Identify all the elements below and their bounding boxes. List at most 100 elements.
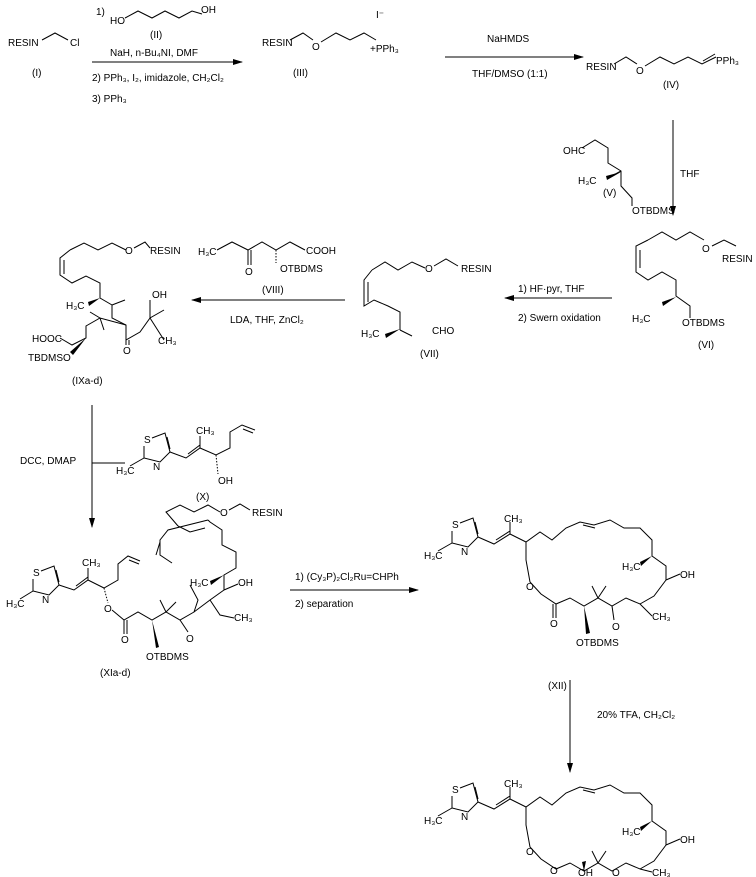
compound-label: (I) (32, 68, 41, 79)
step-1: 1) HO OH (II) NaH, n-Bu₄NI, DMF 2) PPh₃,… (92, 5, 243, 105)
atom-label: OH (218, 476, 233, 487)
atom-label: COOH (306, 246, 336, 257)
compound-label: (VII) (420, 349, 439, 360)
compound-label: (V) (603, 188, 616, 199)
compound-VII: O RESIN H₃C CHO (VII) (361, 258, 492, 360)
atom-label: O (312, 42, 320, 53)
atom-label: CHO (432, 326, 454, 337)
step-label: NaHMDS (487, 34, 530, 45)
atom-label: RESIN (150, 246, 181, 257)
step-label: THF/DMSO (1:1) (472, 69, 548, 80)
atom-label: S (452, 520, 459, 531)
step-3: THF (670, 120, 699, 216)
compound-X: S N H₃C CH₃ OH (X) (116, 424, 256, 503)
step-label: NaH, n-Bu₄NI, DMF (110, 48, 198, 59)
atom-label: OH (680, 570, 695, 581)
atom-label: OH (201, 5, 216, 16)
atom-label: N (153, 462, 160, 473)
atom-label: OH (680, 835, 695, 846)
atom-label: S (33, 568, 40, 579)
atom-label: O (123, 346, 131, 357)
atom-label: OTBDMS (632, 206, 675, 217)
atom-label: S (144, 435, 151, 446)
atom-label: CH₃ (504, 514, 523, 525)
atom-label: Cl (70, 38, 79, 49)
step-7: 1) (Cy₃P)₂Cl₂Ru=CHPh 2) separation (290, 572, 419, 610)
step-label: 2) separation (295, 599, 353, 610)
step-label: 1) HF·pyr, THF (518, 284, 584, 295)
atom-label: +PPh₃ (370, 44, 399, 55)
compound-label: (IXa-d) (72, 376, 103, 387)
atom-label: CH₃ (652, 612, 671, 623)
atom-label: PPh₃ (716, 56, 739, 67)
atom-label: O (220, 508, 228, 519)
compound-V: OHC H₃C (V) OTBDMS (563, 139, 675, 217)
atom-label: H₃C (190, 578, 209, 589)
compound-XII: S N H₃C CH₃ O O OTBDMS O CH₃ OH H₃C (XII… (424, 514, 695, 692)
atom-label: RESIN (722, 254, 753, 265)
compound-label: (III) (293, 68, 308, 79)
atom-label: TBDMSO (28, 353, 71, 364)
compound-III: RESIN O +PPh₃ I⁻ (III) (262, 10, 399, 79)
compound-label: (X) (196, 492, 209, 503)
atom-label: CH₃ (196, 426, 215, 437)
atom-label: O (125, 246, 133, 257)
compound-VI: O RESIN H₃C OTBDMS (VI) (632, 231, 753, 351)
atom-label: N (461, 812, 468, 823)
compound-label: (VI) (698, 340, 714, 351)
atom-label: O (186, 634, 194, 645)
compound-I: RESIN Cl (I) (8, 32, 79, 79)
step-label: 1) (96, 7, 105, 18)
atom-label: O (526, 582, 534, 593)
atom-label: CH₃ (158, 336, 177, 347)
atom-label: CH₃ (82, 558, 101, 569)
step-2: NaHMDS THF/DMSO (1:1) (445, 34, 584, 80)
atom-label: H₃C (116, 466, 135, 477)
atom-label: H₃C (578, 176, 597, 187)
atom-label: O (104, 604, 112, 615)
compound-label: (XIa-d) (100, 668, 131, 679)
atom-label: N (461, 547, 468, 558)
step-label: LDA, THF, ZnCl₂ (230, 315, 304, 326)
compound-label: (II) (150, 30, 162, 41)
atom-label: H₃C (6, 599, 25, 610)
step-label: THF (680, 169, 699, 180)
atom-label: OTBDMS (682, 318, 725, 329)
atom-label: O (636, 66, 644, 77)
atom-label: CH₃ (504, 779, 523, 790)
atom-label: RESIN (8, 38, 39, 49)
atom-label: S (452, 785, 459, 796)
atom-label: RESIN (461, 264, 492, 275)
atom-label: OTBDMS (146, 652, 189, 663)
compound-label: (IV) (663, 80, 679, 91)
compound-label: (XII) (548, 681, 567, 692)
compound-IX: O RESIN H₃C OH CH₃ O HOOC TBDMSO (IXa-d) (28, 241, 181, 387)
atom-label: CH₃ (234, 613, 253, 624)
atom-label: H₃C (622, 562, 641, 573)
step-label: 1) (Cy₃P)₂Cl₂Ru=CHPh (295, 572, 399, 583)
atom-label: H₃C (66, 301, 85, 312)
atom-label: O (526, 847, 534, 858)
atom-label: RESIN (262, 38, 293, 49)
atom-label: O (550, 619, 558, 630)
atom-label: O (550, 866, 558, 877)
step-label: 2) PPh₃, I₂, imidazole, CH₂Cl₂ (92, 73, 224, 84)
atom-label: RESIN (586, 62, 617, 73)
step-5: LDA, THF, ZnCl₂ (191, 297, 345, 326)
atom-label: CH₃ (652, 868, 671, 877)
atom-label: OH (578, 868, 593, 877)
step-label: DCC, DMAP (20, 456, 76, 467)
atom-label: OTBDMS (280, 264, 323, 275)
step-6: DCC, DMAP (20, 405, 125, 528)
atom-label: O (612, 868, 620, 877)
step-4: 1) HF·pyr, THF 2) Swern oxidation (504, 284, 612, 324)
atom-label: O (121, 635, 129, 646)
atom-label: OHC (563, 146, 585, 157)
compound-label: (VIII) (262, 285, 284, 296)
atom-label: I⁻ (376, 10, 384, 21)
compound-VIII: H₃C O OTBDMS COOH (VIII) (198, 241, 336, 296)
atom-label: OH (152, 290, 167, 301)
step-label: 2) Swern oxidation (518, 313, 601, 324)
